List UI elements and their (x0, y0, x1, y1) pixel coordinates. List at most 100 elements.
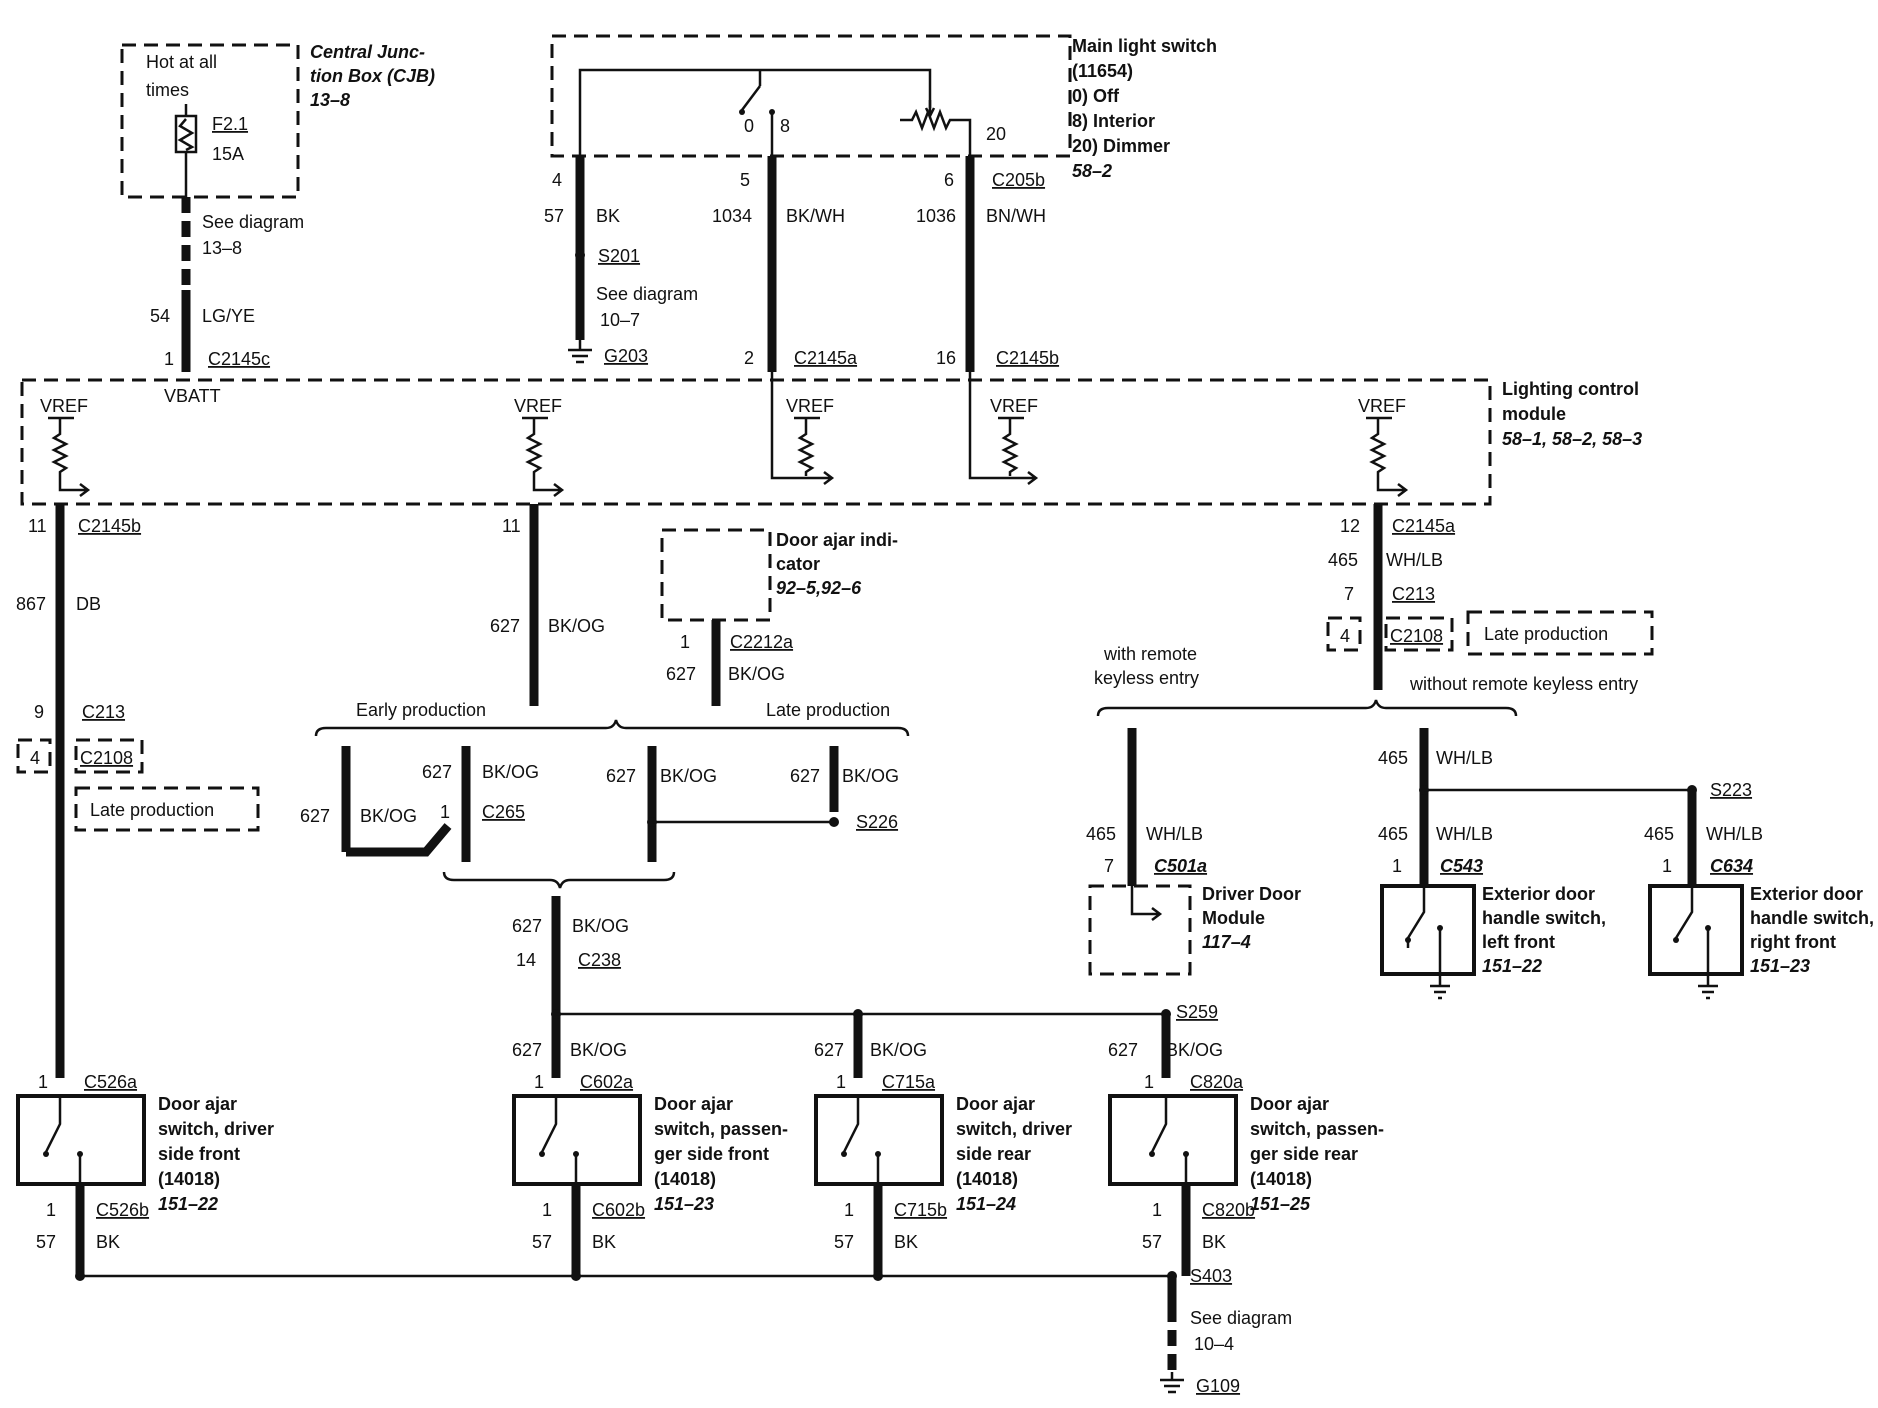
vref-pullup-mid: VREF (514, 396, 565, 497)
circuit-627-late-b: 627 (790, 766, 820, 786)
ddm-ref: 117–4 (1202, 932, 1251, 952)
pin-14-c238: 14 (516, 950, 536, 970)
pin-2-c2145a: 2 (744, 348, 754, 368)
wire-color-whlb-ddm: WH/LB (1146, 824, 1203, 844)
connector-c2145a-top: C2145a (794, 348, 858, 368)
connector-c2145b-top: C2145b (996, 348, 1059, 368)
ground-g109-icon (1160, 1372, 1184, 1394)
mls-title: Main light switch (1072, 36, 1217, 56)
wire-color-db: DB (76, 594, 101, 614)
dimmer-rheostat-icon (900, 108, 972, 156)
resistor-icon (522, 416, 565, 497)
edr-title-1: Exterior door (1750, 884, 1863, 904)
circuit-627-indicator: 627 (666, 664, 696, 684)
connector-c2212a: C2212a (730, 632, 794, 652)
lcm-outline (20, 378, 1492, 506)
dai-ref: 92–5,92–6 (776, 578, 862, 598)
switch-label-2: switch, driver (158, 1119, 274, 1139)
wire-color-bkog-indicator: BK/OG (728, 664, 785, 684)
connector-bottom: C602b (592, 1200, 645, 1220)
wire-color-whlb-right: WH/LB (1706, 824, 1763, 844)
pin-top: 1 (836, 1072, 846, 1092)
mls-outline (550, 34, 1072, 158)
connector-c2145c: C2145c (208, 349, 270, 369)
cjb-title-1: Central Junc- (310, 42, 425, 62)
mls-pos-8: 8 (780, 116, 790, 136)
circuit-57: 57 (36, 1232, 56, 1252)
circuit-627-dr: 627 (814, 1040, 844, 1060)
fuse-element-icon (177, 118, 195, 152)
connector-top: C526a (84, 1072, 138, 1092)
svg-text:VREF: VREF (1358, 396, 1406, 416)
splice-s226-label: S226 (856, 812, 898, 832)
ddm-input-icon (1130, 886, 1163, 921)
switch-icon (44, 1096, 62, 1153)
circuit-465-main: 465 (1328, 550, 1358, 570)
connector-c238: C238 (578, 950, 621, 970)
pin-1-c634: 1 (1662, 856, 1672, 876)
exterior-door-handle-switch-right (1648, 884, 1744, 1000)
ground-g109-label: G109 (1196, 1376, 1240, 1396)
wire-color-bnwh: BN/WH (986, 206, 1046, 226)
connector-c543: C543 (1440, 856, 1483, 876)
splice-s201 (575, 250, 585, 260)
wire-color-whlb-main: WH/LB (1386, 550, 1443, 570)
dai-title-1: Door ajar indi- (776, 530, 898, 550)
ground-see-diagram-ref: 10–4 (1194, 1334, 1234, 1354)
splice-s259-label: S259 (1176, 1002, 1218, 1022)
connector-c2108-right: C2108 (1390, 626, 1443, 646)
vref-pullup-right: VREF (1358, 396, 1409, 497)
edr-title-2: handle switch, (1750, 908, 1874, 928)
ground-g203-label: G203 (604, 346, 648, 366)
ddm-title-1: Driver Door (1202, 884, 1301, 904)
wire-color-bkog-c238: BK/OG (572, 916, 629, 936)
with-rke-1: with remote (1103, 644, 1197, 664)
switch-label-3: side rear (956, 1144, 1031, 1164)
edl-title-3: left front (1482, 932, 1555, 952)
connector-c205b: C205b (992, 170, 1045, 190)
circuit-627-early: 627 (300, 806, 330, 826)
alt-pin-4-right: 4 (1340, 626, 1350, 646)
lighting-control-module: Lighting control module 58–1, 58–2, 58–3… (20, 372, 1642, 506)
circuit-57: 57 (1142, 1232, 1162, 1252)
switch-label-4: (14018) (956, 1169, 1018, 1189)
pin-11-mid: 11 (502, 516, 521, 536)
early-production-label: Early production (356, 700, 486, 720)
wire-color-whlb-left: WH/LB (1436, 824, 1493, 844)
ground-see-diagram: See diagram (1190, 1308, 1292, 1328)
connector-c2145b-left: C2145b (78, 516, 141, 536)
late-production-box-right (1466, 610, 1654, 656)
pin-1-c543: 1 (1392, 856, 1402, 876)
splice-s403-label: S403 (1190, 1266, 1232, 1286)
circuit-627-c238: 627 (512, 916, 542, 936)
pin-top: 1 (1144, 1072, 1154, 1092)
switch-label-2: switch, passen- (1250, 1119, 1384, 1139)
lcm-title-2: module (1502, 404, 1566, 424)
edl-title-1: Exterior door (1482, 884, 1595, 904)
with-rke-2: keyless entry (1094, 668, 1199, 688)
fuse-id: F2.1 (212, 114, 248, 134)
pin-12-right: 12 (1340, 516, 1360, 536)
wire-color-bkog-late-a: BK/OG (660, 766, 717, 786)
cjb-ref: 13–8 (310, 90, 350, 110)
circuit-1034: 1034 (712, 206, 752, 226)
cjb-title-2: tion Box (CJB) (310, 66, 435, 86)
switch-label-3: side front (158, 1144, 240, 1164)
alt-pin-box-right (1326, 616, 1362, 652)
mls-see-diagram-ref: 10–7 (600, 310, 640, 330)
central-junction-box: Hot at all times F2.1 15A Central Junc- … (120, 42, 435, 199)
switch-label-4: (14018) (654, 1169, 716, 1189)
circuit-1036: 1036 (916, 206, 956, 226)
resistor-icon (48, 416, 91, 497)
wire-color-bk: BK (96, 1232, 120, 1252)
pin-11-left: 11 (28, 516, 47, 536)
pin-7-c213: 7 (1344, 584, 1354, 604)
switch-icon (1674, 886, 1694, 939)
switch-label-4: (14018) (1250, 1169, 1312, 1189)
edl-ref: 151–22 (1482, 956, 1542, 976)
production-brace (314, 719, 910, 737)
pin-1-c265: 1 (440, 802, 450, 822)
pin-c2145c: 1 (164, 349, 174, 369)
